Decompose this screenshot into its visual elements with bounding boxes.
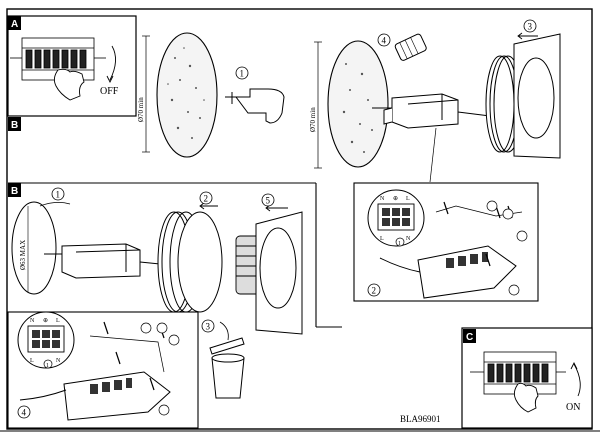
- arrow-left-mid-2: [199, 202, 218, 210]
- step-num-right-box: 2: [372, 286, 377, 296]
- step-label-c: C: [466, 332, 473, 343]
- ceiling-disc: [156, 32, 218, 158]
- step-label-b-top: B: [11, 120, 18, 131]
- ceiling-disc-2: [327, 40, 389, 168]
- dimension-label-2: Ø70 min: [309, 107, 317, 132]
- panel-wiring-right: N ⊕ L L N 1 2: [353, 182, 539, 302]
- step-num-mid-1: 1: [56, 190, 61, 200]
- switch-off-label: OFF: [100, 86, 119, 97]
- panel-wiring-left: N ⊕ L L N 1 4: [7, 311, 199, 429]
- wire-label-r-n1: N: [380, 196, 385, 202]
- drill-icon: [225, 88, 285, 124]
- dimension-label-1: Ø70 min: [137, 97, 145, 122]
- hand-icon-on: [513, 382, 539, 413]
- step-label-b-mid: B: [11, 186, 18, 197]
- wire-label-r-n2: N: [406, 236, 411, 242]
- wire-label-l-n1: N: [30, 318, 35, 324]
- lamp-ring-mid: [157, 211, 223, 313]
- panel-switch-off: A OFF: [7, 15, 137, 117]
- arrow-down-icon: [109, 45, 116, 81]
- model-code: BLA96901: [400, 414, 441, 424]
- wire-label-r-l2: L: [380, 236, 384, 242]
- ceiling-disc-drill: Ø70 min 1: [137, 32, 285, 158]
- step-num-drill: 1: [240, 69, 245, 79]
- hand-icon: [53, 68, 85, 101]
- wall-plug-icon: [394, 33, 427, 61]
- wire-label-r-earth: ⊕: [393, 196, 398, 202]
- wire-label-l-n2: N: [56, 358, 61, 364]
- junction-box-right: [417, 245, 517, 299]
- step-num-mid-5: 5: [266, 196, 271, 206]
- wall-disc-mid: [11, 201, 57, 295]
- dimension-label-3: Ø63 MAX: [19, 240, 27, 270]
- driver-box-mid: [44, 243, 181, 279]
- step-num-wire-l: 1: [46, 363, 49, 369]
- page-frame: [6, 8, 593, 430]
- wire-label-l-earth: ⊕: [43, 318, 48, 324]
- wire-label-l-l2: L: [30, 358, 34, 364]
- driver-box: [372, 93, 491, 129]
- panel-switch-on: C ON: [461, 327, 593, 429]
- mount-assembly-top: Ø70 min 4: [309, 19, 561, 183]
- wire-label-l-l1: L: [56, 318, 60, 324]
- wire-label-r-l1: L: [406, 196, 410, 202]
- step-num-plug: 4: [382, 36, 387, 46]
- step-num-mid-2: 2: [204, 194, 209, 204]
- step-num-cover: 3: [528, 22, 533, 32]
- step-label-a: A: [11, 19, 18, 30]
- panel-mounting-mid: B Ø63 MAX 1 2: [8, 182, 342, 399]
- step-num-mid-3: 3: [206, 322, 211, 332]
- lamp-body-top: [485, 33, 561, 159]
- switch-on-label: ON: [566, 402, 580, 413]
- step-num-wire-r: 1: [398, 241, 401, 247]
- waste-bin-icon: [209, 337, 245, 399]
- step-num-left-box: 4: [22, 408, 27, 418]
- arrow-left-icon: [517, 32, 538, 40]
